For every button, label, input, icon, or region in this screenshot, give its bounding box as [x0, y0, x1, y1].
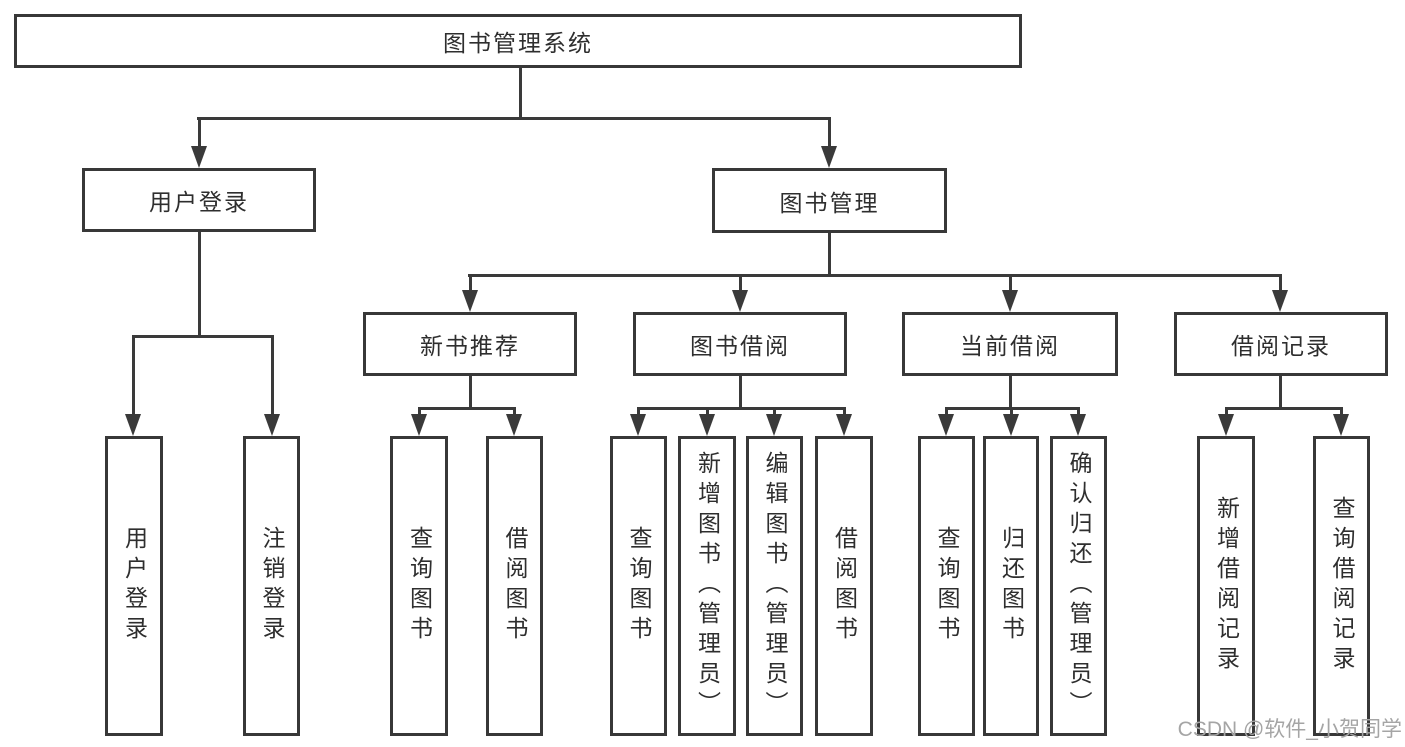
connector-line [271, 335, 274, 416]
leaf-borrow-books: 借阅图书 [815, 436, 873, 736]
connector-line [637, 407, 640, 417]
node-borrowing-records: 借阅记录 [1174, 312, 1388, 376]
connector-line [132, 335, 274, 338]
arrow-down-icon [766, 414, 782, 436]
node-current-borrowing: 当前借阅 [902, 312, 1118, 376]
arrow-down-icon [699, 414, 715, 436]
arrow-down-icon [125, 414, 141, 436]
connector-line [828, 233, 831, 274]
leaf-logout: 注销登录 [243, 436, 300, 736]
connector-line [1279, 376, 1282, 407]
connector-line [1077, 407, 1080, 417]
node-book-management: 图书管理 [712, 168, 947, 233]
arrow-down-icon [836, 414, 852, 436]
connector-line [1225, 407, 1343, 410]
arrow-down-icon [506, 414, 522, 436]
connector-line [739, 274, 742, 292]
node-book-borrowing: 图书借阅 [633, 312, 847, 376]
arrow-down-icon [1218, 414, 1234, 436]
connector-line [198, 117, 201, 148]
leaf-query-borrow-record: 查询借阅记录 [1313, 436, 1370, 736]
arrow-down-icon [821, 146, 837, 168]
arrow-down-icon [630, 414, 646, 436]
connector-line [828, 117, 831, 148]
connector-line [843, 407, 846, 417]
connector-line [198, 232, 201, 335]
arrow-down-icon [1272, 290, 1288, 312]
connector-line [519, 68, 522, 117]
arrow-down-icon [732, 290, 748, 312]
connector-line [1009, 274, 1012, 292]
node-new-book-recommendation: 新书推荐 [363, 312, 577, 376]
csdn-watermark: CSDN @软件_小贺同学 [1177, 718, 1402, 741]
leaf-add-borrow-record: 新增借阅记录 [1197, 436, 1255, 736]
arrow-down-icon [191, 146, 207, 168]
connector-line [773, 407, 776, 417]
leaf-query-books-recommend: 查询图书 [390, 436, 448, 736]
arrow-down-icon [411, 414, 427, 436]
connector-line [1340, 407, 1343, 417]
connector-line [469, 274, 472, 292]
connector-line [1009, 376, 1012, 407]
arrow-down-icon [1070, 414, 1086, 436]
leaf-user-login: 用户登录 [105, 436, 163, 736]
arrow-down-icon [1003, 414, 1019, 436]
arrow-down-icon [264, 414, 280, 436]
connector-line [468, 274, 1282, 277]
connector-line [418, 407, 421, 417]
arrow-down-icon [462, 290, 478, 312]
connector-line [637, 407, 845, 410]
connector-line [1010, 407, 1013, 417]
leaf-edit-books-admin: 编辑图书（管理员） [746, 436, 803, 736]
connector-line [132, 335, 135, 416]
leaf-query-books-borrowing: 查询图书 [610, 436, 667, 736]
connector-line [1225, 407, 1228, 417]
connector-line [513, 407, 516, 417]
node-library-management-system: 图书管理系统 [14, 14, 1022, 68]
arrow-down-icon [938, 414, 954, 436]
connector-line [945, 407, 948, 417]
connector-line [739, 376, 742, 407]
leaf-confirm-return-admin: 确认归还（管理员） [1050, 436, 1107, 736]
leaf-return-books: 归还图书 [983, 436, 1039, 736]
node-user-login: 用户登录 [82, 168, 316, 232]
connector-line [706, 407, 709, 417]
arrow-down-icon [1002, 290, 1018, 312]
connector-line [418, 407, 516, 410]
leaf-query-books-current: 查询图书 [918, 436, 975, 736]
arrow-down-icon [1333, 414, 1349, 436]
leaf-borrow-books-recommend: 借阅图书 [486, 436, 543, 736]
connector-line [469, 376, 472, 407]
connector-line [1279, 274, 1282, 292]
connector-line [197, 117, 831, 120]
leaf-add-books-admin: 新增图书（管理员） [678, 436, 736, 736]
